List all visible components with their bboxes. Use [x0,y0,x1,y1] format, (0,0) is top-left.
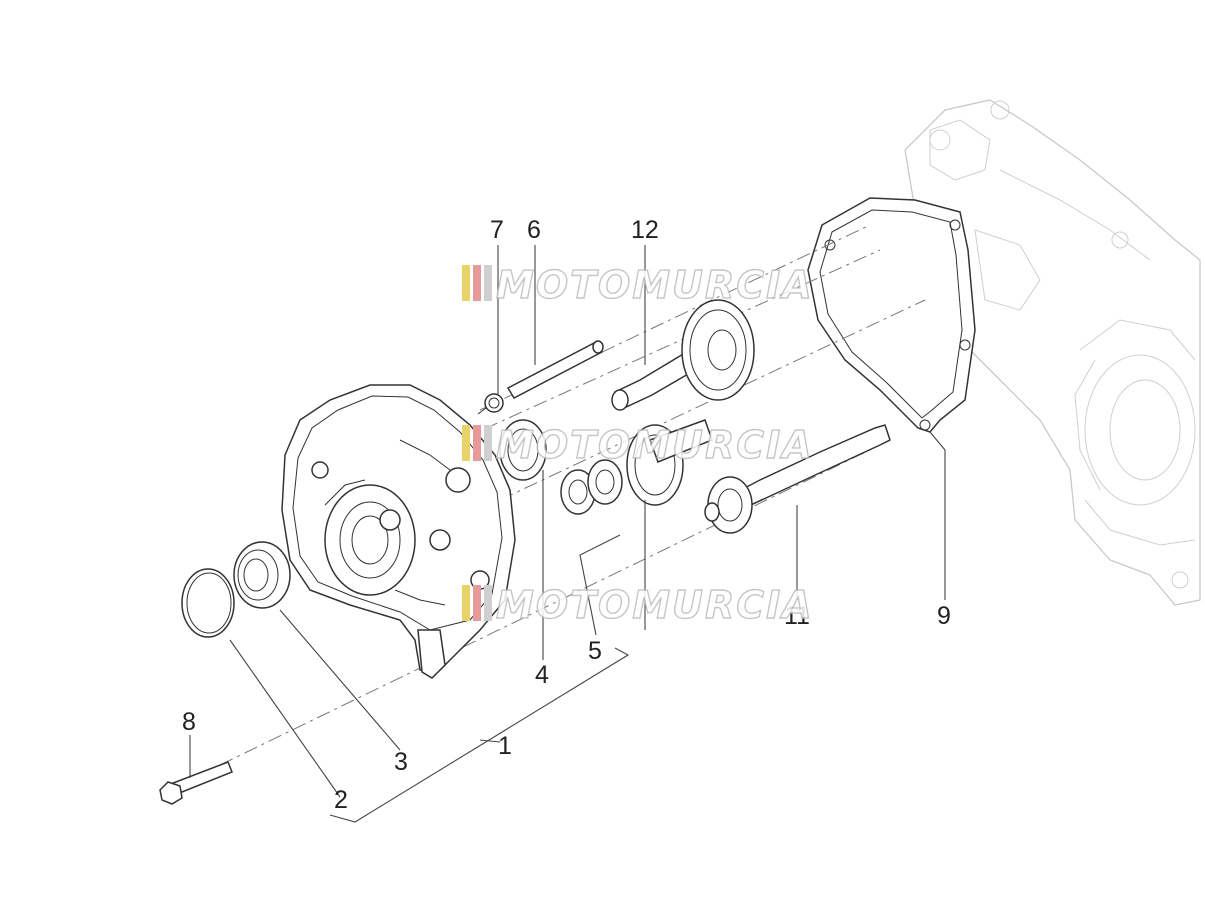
bearing-part-3 [233,541,291,609]
watermark-stripe-grey [484,265,492,301]
watermark-stripe-grey [484,425,492,461]
watermark-stripe-yellow [462,265,470,301]
clamp-part-7 [477,393,504,415]
watermark-stripe-grey [484,585,492,621]
watermark-3: MOTOMURCIA [462,582,814,628]
circlip-part-2 [181,568,235,638]
callout-6: 6 [527,216,541,244]
transmission-cover-part-1 [281,384,516,679]
intermediate-gear [626,419,713,506]
leader-lines [189,245,946,823]
output-shaft-part-11 [704,424,891,534]
watermark-2: MOTOMURCIA [462,422,814,468]
watermark-1: MOTOMURCIA [462,262,814,308]
watermark-text: MOTOMURCIA [496,423,814,467]
assembly-axis-lines [219,224,926,766]
callout-4: 4 [535,661,549,689]
callout-11: 11 [784,602,810,630]
watermark-stripe-red [473,425,481,461]
watermark-stripe-red [473,265,481,301]
callout-5: 5 [588,637,602,665]
watermark-text: MOTOMURCIA [496,263,814,307]
callout-3: 3 [394,748,408,776]
callout-9: 9 [937,602,951,630]
gasket-part-9 [807,197,976,433]
callout-7: 7 [490,216,504,244]
callout-2: 2 [334,786,348,814]
oil-seal-part-4 [499,419,547,481]
driven-shaft-part-12 [611,299,755,411]
bolt-part-8 [159,761,233,805]
callout-8: 8 [182,708,196,736]
callout-12: 12 [631,216,659,244]
watermark-text: MOTOMURCIA [496,583,814,627]
bearings-part-5 [560,459,623,515]
watermark-stripe-red [473,585,481,621]
watermark-stripe-yellow [462,585,470,621]
callout-1: 1 [498,732,512,760]
pin-part-6 [506,340,604,399]
callout-labels: 1 2 3 4 5 6 7 8 9 11 12 [182,216,951,814]
watermark-stripe-yellow [462,425,470,461]
